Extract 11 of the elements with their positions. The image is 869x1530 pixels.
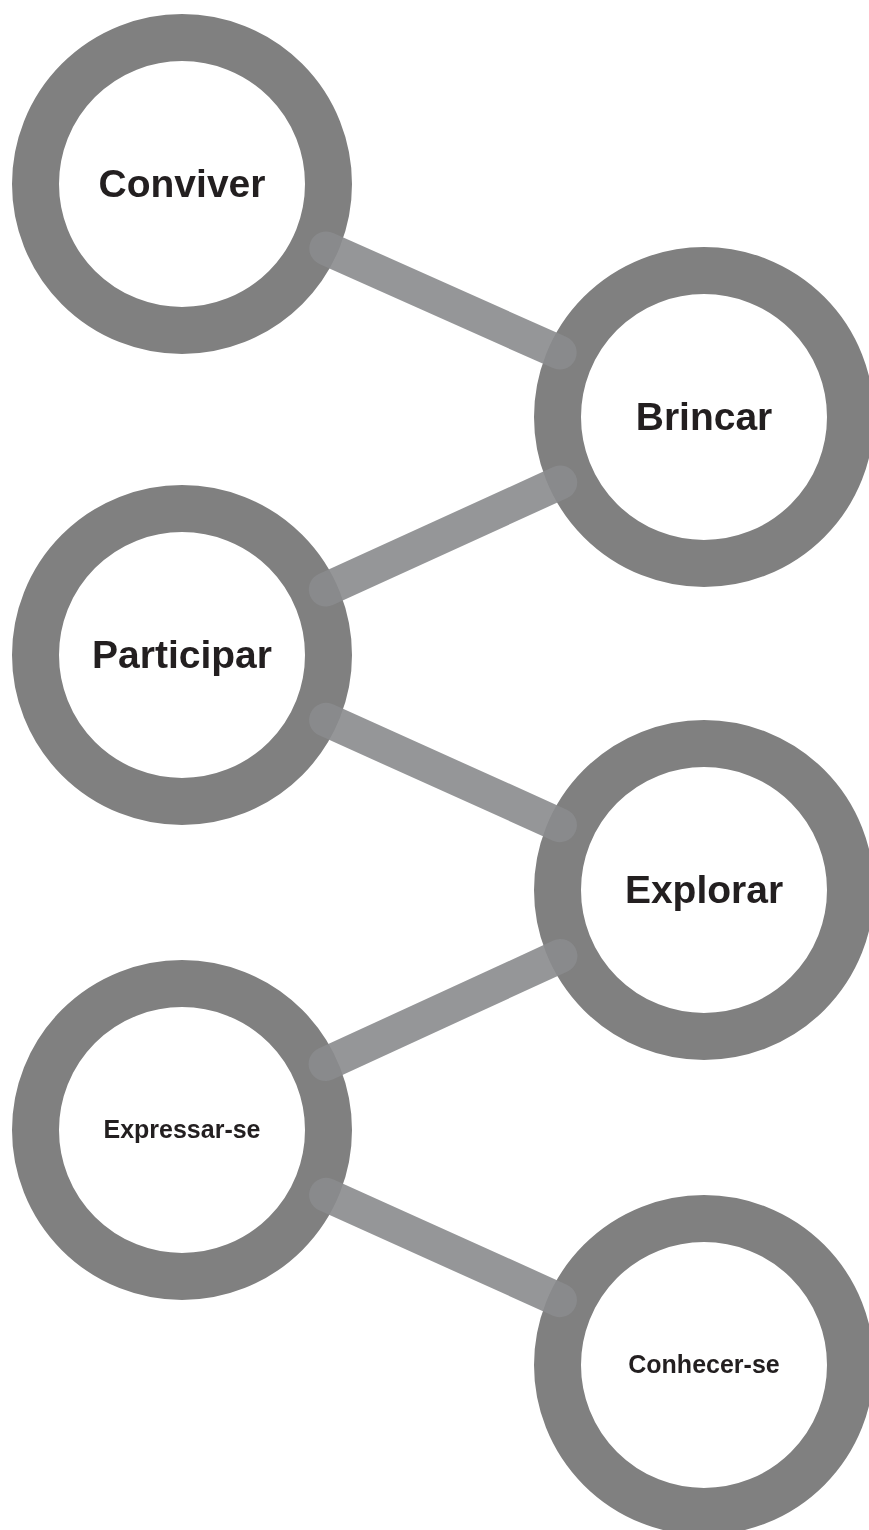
connector-bar — [308, 465, 578, 607]
node-label: Explorar — [624, 866, 784, 913]
node-label: Conviver — [98, 160, 266, 207]
connector-bar — [309, 1177, 577, 1318]
connector-bar — [309, 231, 577, 370]
node-label: Expressar-se — [103, 1114, 261, 1146]
node-label: Participar — [92, 631, 272, 678]
node-label: Brincar — [635, 393, 773, 440]
connector-bar — [308, 939, 578, 1081]
node-label: Conhecer-se — [628, 1349, 780, 1381]
connector-bar — [309, 702, 577, 843]
